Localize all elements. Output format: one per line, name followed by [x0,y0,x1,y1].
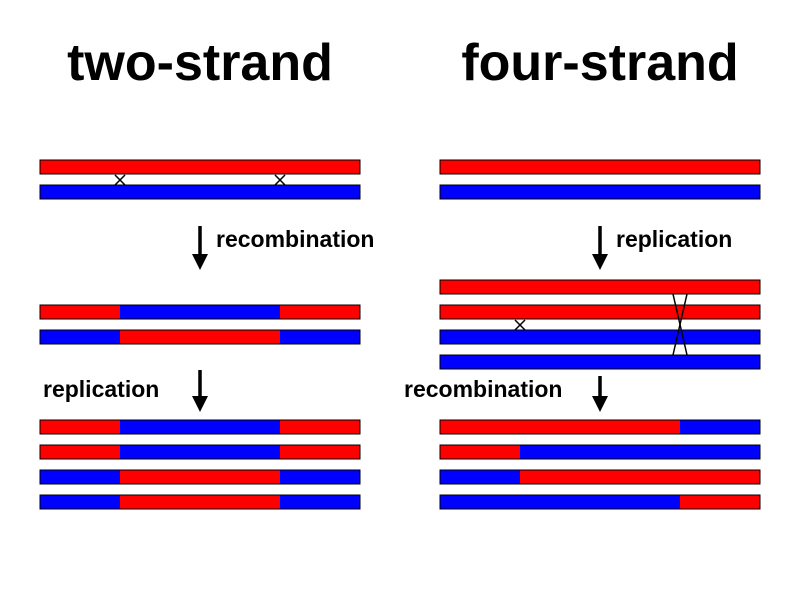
strand [439,469,761,485]
left-final-chromatids [39,419,361,510]
right-step1-label: replication [616,226,732,252]
left-title: two-strand [67,34,333,92]
left-step1-label: recombination [216,226,374,252]
right-final-chromatids [439,419,761,510]
crossover-mark [514,319,526,331]
right-step2-label: recombination [404,376,562,402]
strand [39,444,361,460]
strand [439,184,761,200]
strand [39,304,361,320]
left-arrow-2 [192,370,208,412]
right-title: four-strand [461,34,738,92]
strand [39,159,361,175]
right-arrow-1 [592,226,608,270]
left-initial-chromatids [39,159,361,200]
left-step2-label: replication [43,376,159,402]
right-initial-chromatids [439,159,761,200]
crossover-mark [114,174,126,186]
strand [439,419,761,435]
right-panel: replication recombination [404,159,761,510]
strand [439,444,761,460]
right-arrow-2 [592,376,608,412]
strand [39,469,361,485]
strand [39,494,361,510]
right-replicated-chromatids [439,279,761,370]
strand [39,329,361,345]
left-recombined-chromatids [39,304,361,345]
strand [439,304,761,320]
crossover-mark [274,174,286,186]
strand [439,354,761,370]
strand [39,184,361,200]
strand [39,419,361,435]
strand [439,329,761,345]
strand [439,159,761,175]
crossover-mark [672,293,688,356]
strand [439,279,761,295]
left-arrow-1 [192,226,208,270]
strand [439,494,761,510]
left-panel: recombination replication [39,159,374,510]
